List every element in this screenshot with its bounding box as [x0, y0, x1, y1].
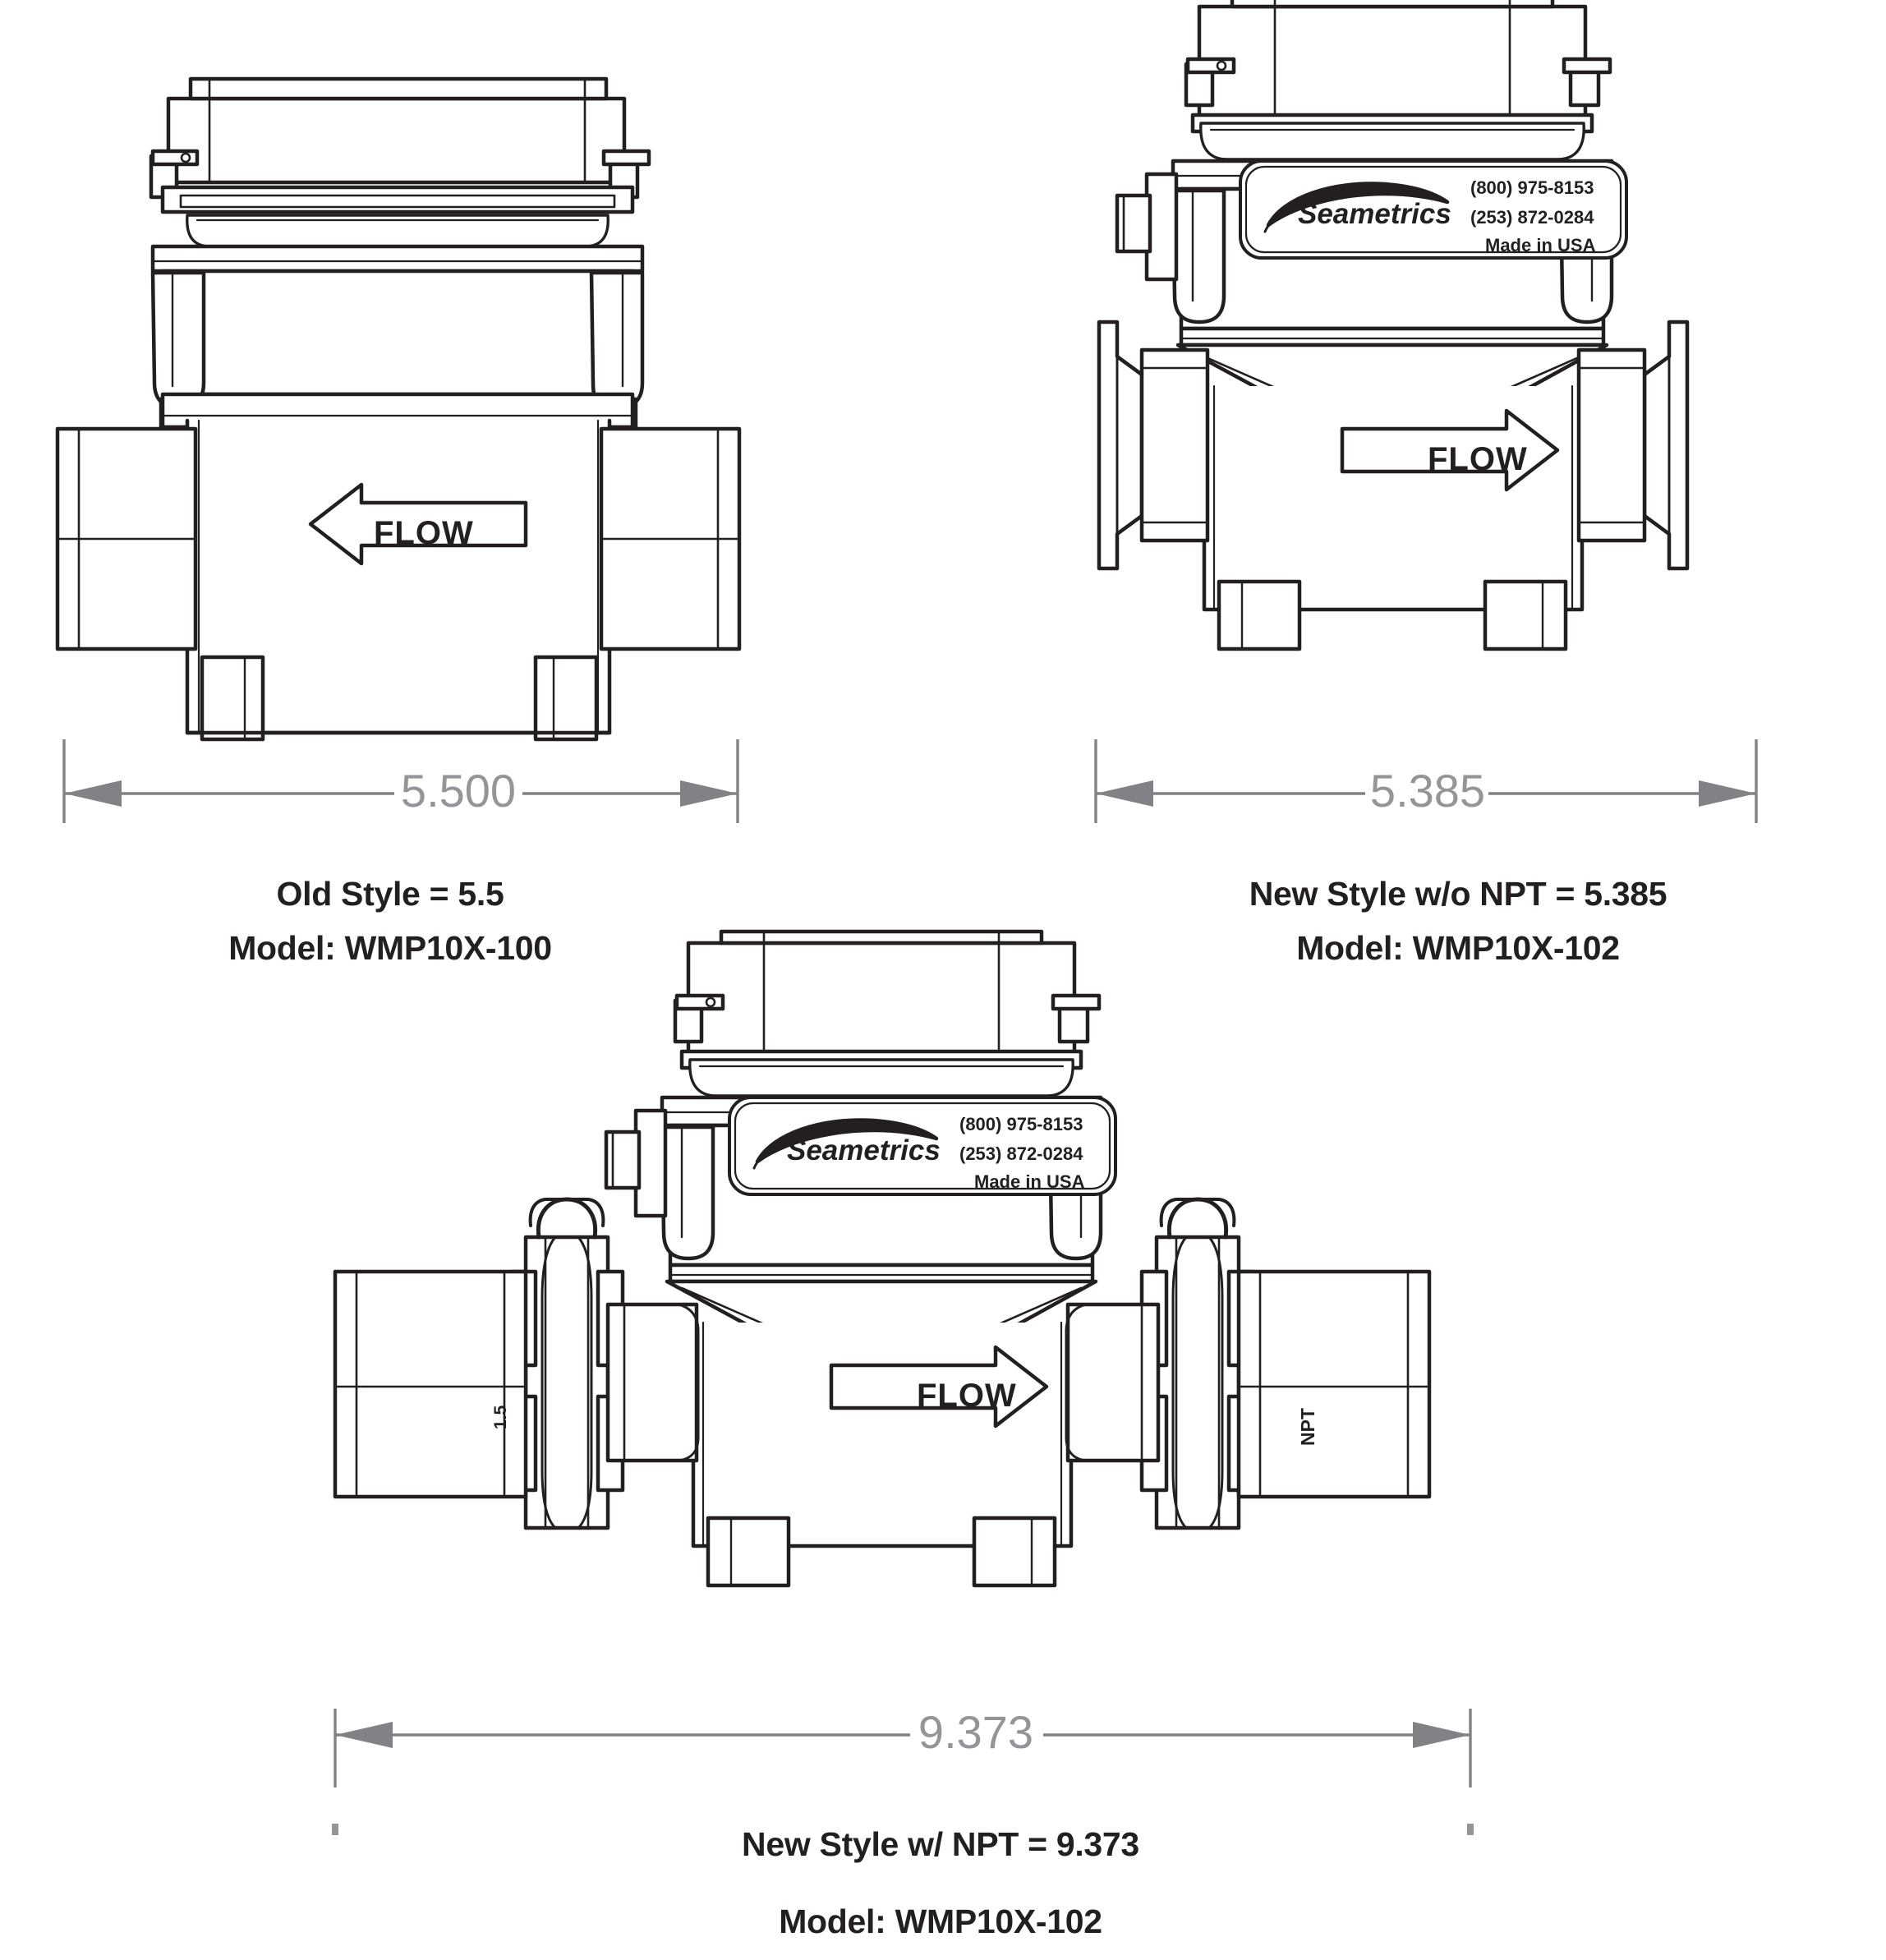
view-old-style — [55, 76, 742, 742]
caption-new-style-no-npt-line1: New Style w/o NPT = 5.385 — [1249, 875, 1668, 913]
phone-toll-free-b: (800) 975-8153 — [1470, 177, 1594, 198]
origin-c: Made in USA — [974, 1171, 1085, 1192]
caption-new-style-no-npt-line2: Model: WMP10X-102 — [1296, 929, 1620, 967]
caption-new-style-with-npt-line2: Model: WMP10X-102 — [779, 1902, 1102, 1940]
dimension-value-old-style: 5.500 — [401, 765, 516, 817]
phone-local-b: (253) 872-0284 — [1470, 207, 1594, 228]
dimension-old-style: 5.500 — [62, 739, 739, 823]
port-mark-right: NPT — [1297, 1408, 1318, 1446]
caption-new-style-no-npt: New Style w/o NPT = 5.385 Model: WMP10X-… — [1051, 867, 1865, 975]
drawing-canvas: FLOW 5.500 — [55, 0, 1758, 1835]
dimension-value-new-style-no-npt: 5.385 — [1370, 765, 1485, 817]
caption-new-style-with-npt: New Style w/ NPT = 9.373 Model: WMP10X-1… — [493, 1806, 1388, 1960]
caption-old-style: Old Style = 5.5 Model: WMP10X-100 — [58, 867, 723, 975]
flow-label-new-style-with-npt: FLOW — [917, 1378, 1017, 1414]
dimension-value-new-style-with-npt: 9.373 — [918, 1706, 1033, 1758]
nameplate-text-c: Seametrics (800) 975-8153 (253) 872-0284… — [787, 1114, 1085, 1192]
dimension-tick-right — [1467, 1824, 1474, 1835]
phone-toll-free-c: (800) 975-8153 — [959, 1114, 1083, 1134]
caption-new-style-with-npt-line1: New Style w/ NPT = 9.373 — [742, 1825, 1139, 1863]
technical-drawing-svg: FLOW 5.500 — [55, 0, 1758, 1835]
caption-old-style-line2: Model: WMP10X-100 — [228, 929, 552, 967]
dimension-new-style-no-npt: 5.385 — [1094, 739, 1758, 823]
flow-label-new-style-no-npt: FLOW — [1428, 441, 1528, 477]
view-new-style-no-npt — [1099, 0, 1687, 651]
brand-text-b: Seametrics — [1298, 198, 1451, 230]
nameplate-text-b: Seametrics (800) 975-8153 (253) 872-0284… — [1298, 177, 1596, 255]
phone-local-c: (253) 872-0284 — [959, 1143, 1083, 1164]
brand-text-c: Seametrics — [787, 1134, 941, 1166]
caption-old-style-line1: Old Style = 5.5 — [276, 875, 504, 913]
port-mark-left: 1.5 — [491, 1405, 510, 1429]
dimension-new-style-with-npt: 9.373 — [332, 1706, 1474, 1835]
origin-b: Made in USA — [1485, 235, 1596, 255]
dimension-tick-left — [332, 1824, 338, 1835]
flow-label-old-style: FLOW — [374, 515, 474, 551]
view-new-style-with-npt — [333, 929, 1432, 1588]
